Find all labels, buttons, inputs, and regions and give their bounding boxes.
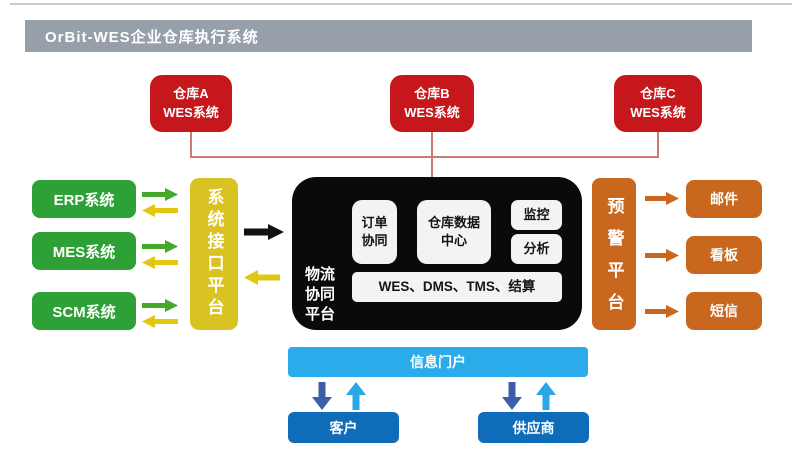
connector-line-warehouse-c (657, 132, 659, 157)
scm-right-arrow-icon (142, 299, 178, 312)
interface-platform-label: 系统接口平台 (204, 188, 224, 320)
mes-system-node: MES系统 (32, 232, 136, 270)
interface-to-platform-arrow-icon (244, 224, 284, 240)
order-collaboration-module: 订单 协同 (352, 200, 397, 264)
erp-left-arrow-icon (142, 204, 178, 217)
supplier-node: 供应商 (478, 412, 589, 443)
header-bar: OrBit-WES企业仓库执行系统 (25, 20, 752, 52)
connector-line-warehouse-b (431, 132, 433, 178)
board-channel-node: 看板 (686, 236, 762, 274)
warehouse-c-node: 仓库C WES系统 (614, 75, 702, 132)
alert-platform-label: 预警平台 (604, 197, 624, 325)
alert-to-sms-arrow-icon (645, 305, 679, 318)
connector-line-warehouse-a (190, 132, 192, 157)
portal-to-supplier-arrow-icon (502, 382, 522, 410)
analysis-module: 分析 (511, 234, 562, 264)
connector-line-horizontal (190, 156, 659, 158)
alert-platform-node: 预警平台 (592, 178, 636, 330)
scm-left-arrow-icon (142, 315, 178, 328)
mail-channel-node: 邮件 (686, 180, 762, 218)
alert-to-mail-arrow-icon (645, 192, 679, 205)
warehouse-b-node: 仓库B WES系统 (390, 75, 474, 132)
erp-right-arrow-icon (142, 188, 178, 201)
customer-node: 客户 (288, 412, 399, 443)
top-divider (10, 3, 792, 5)
warehouse-data-center-module: 仓库数据 中心 (417, 200, 491, 264)
information-portal-node: 信息门户 (288, 347, 588, 377)
customer-to-portal-arrow-icon (346, 382, 366, 410)
mes-left-arrow-icon (142, 256, 178, 269)
scm-system-node: SCM系统 (32, 292, 136, 330)
sms-channel-node: 短信 (686, 292, 762, 330)
platform-to-interface-arrow-icon (244, 270, 280, 285)
portal-to-customer-arrow-icon (312, 382, 332, 410)
logistics-platform-label: 物流 协同 平台 (304, 266, 335, 323)
monitor-module: 监控 (511, 200, 562, 230)
wes-dms-tms-settlement-module: WES、DMS、TMS、结算 (352, 272, 562, 302)
mes-right-arrow-icon (142, 240, 178, 253)
supplier-to-portal-arrow-icon (536, 382, 556, 410)
warehouse-a-node: 仓库A WES系统 (150, 75, 232, 132)
interface-platform-node: 系统接口平台 (190, 178, 238, 330)
page-title: OrBit-WES企业仓库执行系统 (45, 28, 259, 46)
alert-to-board-arrow-icon (645, 249, 679, 262)
erp-system-node: ERP系统 (32, 180, 136, 218)
